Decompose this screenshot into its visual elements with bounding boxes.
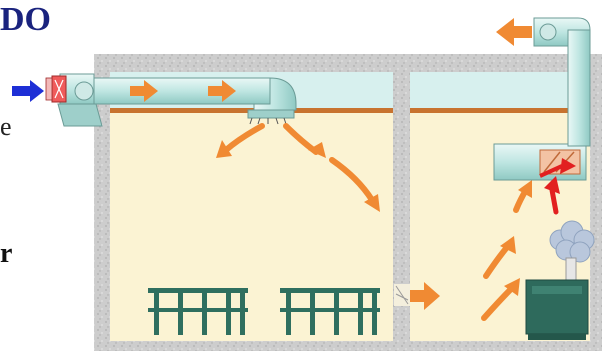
side-text-fragment-lower: r	[0, 238, 13, 269]
steam-cloud	[549, 220, 595, 263]
exhaust-hood	[493, 143, 587, 181]
ceiling-line-right	[410, 108, 590, 113]
exhaust-duct	[533, 17, 591, 147]
transfer-arrow	[410, 282, 440, 310]
fan-unit-icon	[45, 75, 94, 103]
room-left	[110, 112, 393, 341]
machine	[525, 279, 589, 340]
blue-arrow-icon	[12, 80, 44, 102]
ceiling-void-right	[410, 72, 590, 112]
supply-duct	[57, 73, 297, 127]
side-text-fragment-upper: e	[0, 112, 12, 141]
heat-arrows	[539, 158, 576, 215]
duct-airflow-arrows	[130, 80, 236, 102]
furniture	[148, 288, 380, 335]
title-fragment: DO	[0, 1, 51, 38]
exhaust-arrow-icon	[496, 18, 532, 46]
